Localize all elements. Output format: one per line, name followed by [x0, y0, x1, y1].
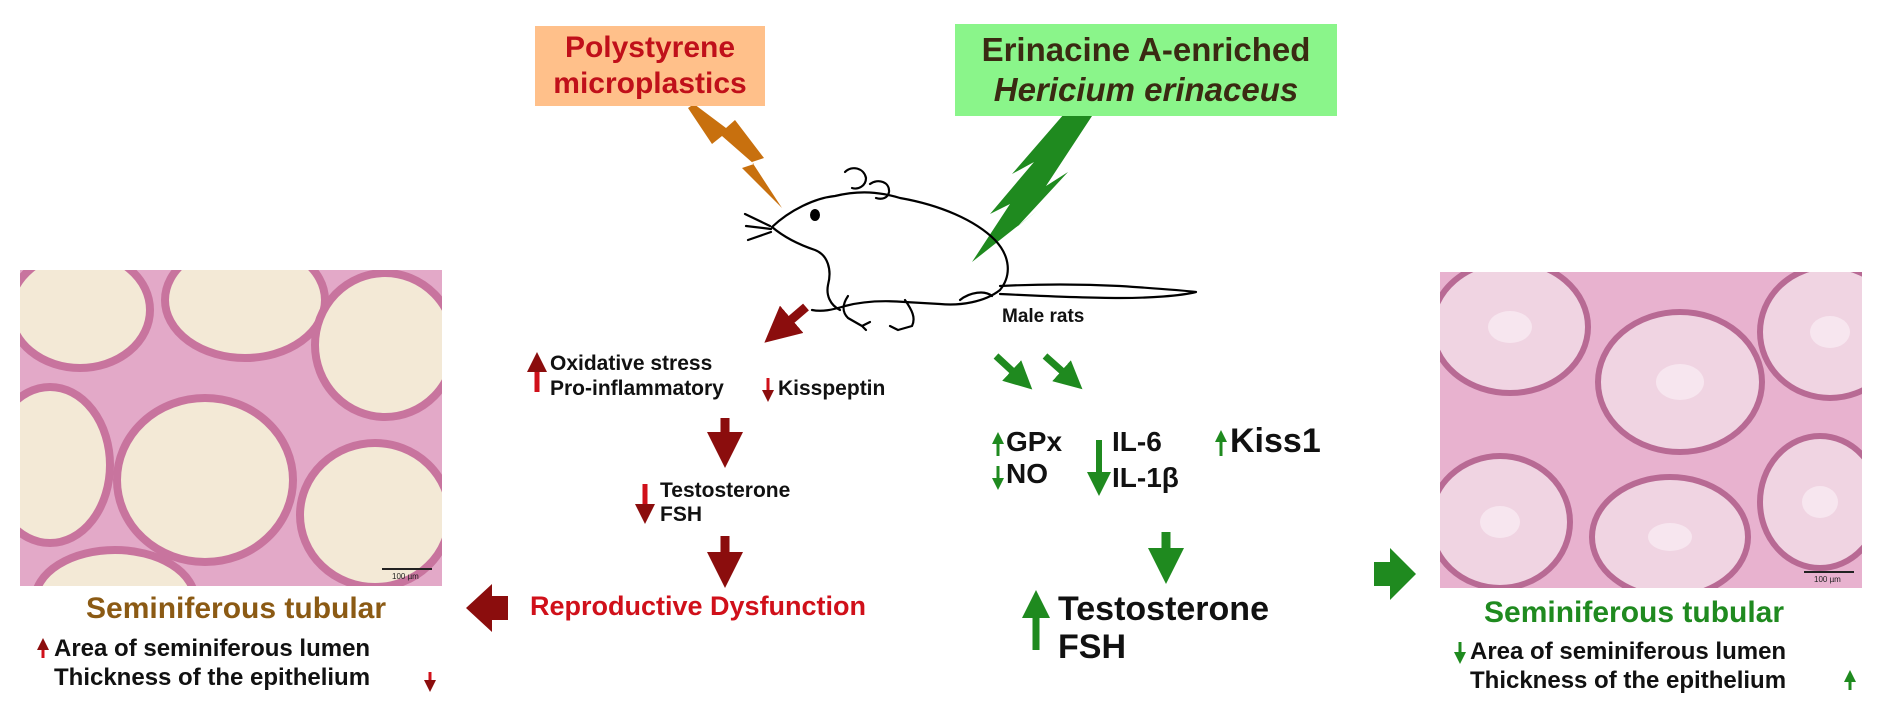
il6-label: IL-6 — [1112, 426, 1162, 457]
microplastic-exposure-box: Polystyrene microplastics — [535, 26, 765, 106]
testosterone-label: Testosterone — [660, 479, 791, 502]
treatment-exposure-box: Erinacine A-enriched Hericium erinaceus — [955, 24, 1337, 116]
rat-to-treatment-effects-arrow-2 — [1042, 353, 1083, 390]
rat-to-microplastic-effects-arrow — [764, 303, 809, 343]
tissue-section-right — [1440, 272, 1862, 588]
epithelium-thickness-label-left: Thickness of the epithelium — [54, 664, 371, 691]
pro-inflammatory-label: Pro-inflammatory — [550, 377, 724, 400]
gpx-label: GPx — [1006, 426, 1063, 457]
histology-image-microplastics: 100 µm — [20, 270, 442, 586]
fsh-label-treatment: FSH — [1058, 628, 1126, 666]
tissue-section-left — [20, 270, 442, 586]
kiss1-label: Kiss1 — [1230, 422, 1321, 460]
histology-title-right: Seminiferous tubular — [1484, 596, 1785, 629]
scale-bar-label-left: 100 µm — [392, 572, 419, 581]
dysfunction-to-histology-arrow — [466, 584, 508, 632]
rat-to-treatment-effects-arrow-1 — [993, 353, 1033, 390]
treatment-label-line2: Hericium erinaceus — [993, 71, 1299, 108]
testosterone-to-histology-arrow-shape — [1374, 548, 1416, 600]
oxidative-stress-label: Oxidative stress — [550, 352, 713, 375]
microplastic-bolt-icon — [688, 104, 782, 208]
testosterone-to-histology-arrow — [1356, 554, 1374, 600]
histology-image-treatment: 100 µm — [1440, 272, 1862, 588]
scale-bar-label-right: 100 µm — [1814, 575, 1841, 584]
outcome-label: Reproductive Dysfunction — [530, 591, 867, 621]
fsh-label: FSH — [660, 503, 702, 526]
kisspeptin-label: Kisspeptin — [778, 377, 886, 400]
treatment-bolt-icon — [972, 114, 1092, 262]
epithelium-thickness-label-right: Thickness of the epithelium — [1470, 667, 1787, 694]
microplastic-label-line2: microplastics — [553, 67, 747, 100]
treatment-label-line1: Erinacine A-enriched — [981, 31, 1311, 68]
subject-label: Male rats — [1002, 306, 1085, 327]
rat-illustration — [743, 167, 1198, 332]
testosterone-label-treatment: Testosterone — [1058, 590, 1269, 628]
histology-title-left: Seminiferous tubular — [86, 592, 387, 625]
lumen-area-label-left: Area of seminiferous lumen — [54, 635, 371, 662]
lumen-area-label-right: Area of seminiferous lumen — [1470, 638, 1787, 665]
microplastic-label-line1: Polystyrene — [564, 31, 736, 64]
il1b-label: IL-1β — [1112, 462, 1179, 493]
indicator-arrows — [37, 352, 1856, 692]
no-label: NO — [1006, 458, 1048, 489]
